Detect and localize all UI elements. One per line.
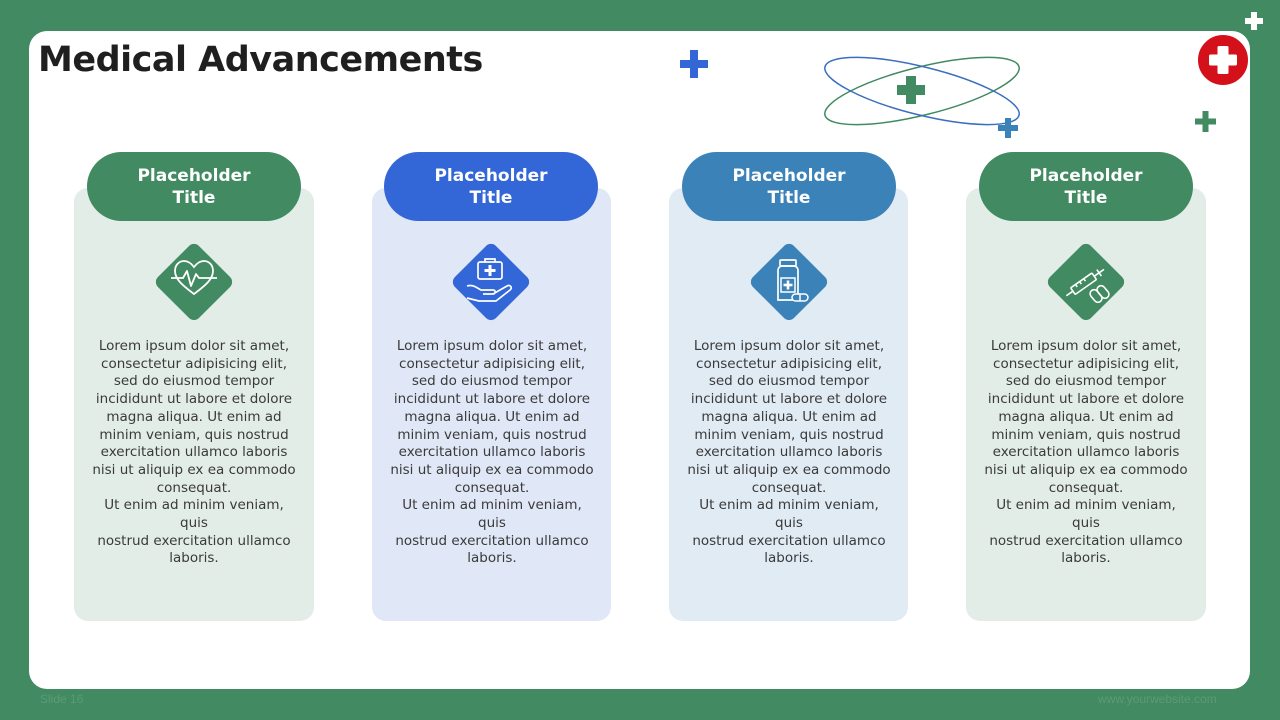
heart-pulse-icon [155,243,233,321]
page-title: Medical Advancements [38,40,483,80]
medicine-bottle-icon [750,243,828,321]
red-cross-badge-icon [1196,33,1250,87]
orbit-plus-icon [824,56,1020,138]
website-url: www.yourwebsite.com [1098,692,1217,706]
blue-plus-icon [680,50,708,78]
card-4-body: Lorem ipsum dolor sit amet, consectetur … [984,338,1188,567]
small-green-plus-icon [1195,111,1216,132]
card-1-body: Lorem ipsum dolor sit amet, consectetur … [92,338,296,567]
syringe-pills-icon [1047,243,1125,321]
card-2-body: Lorem ipsum dolor sit amet, consectetur … [390,338,594,567]
slide-number: Slide 16 [40,692,84,706]
white-plus-icon [1245,12,1263,30]
card-3-body: Lorem ipsum dolor sit amet, consectetur … [687,338,891,567]
first-aid-kit-in-hand-icon [452,243,530,321]
